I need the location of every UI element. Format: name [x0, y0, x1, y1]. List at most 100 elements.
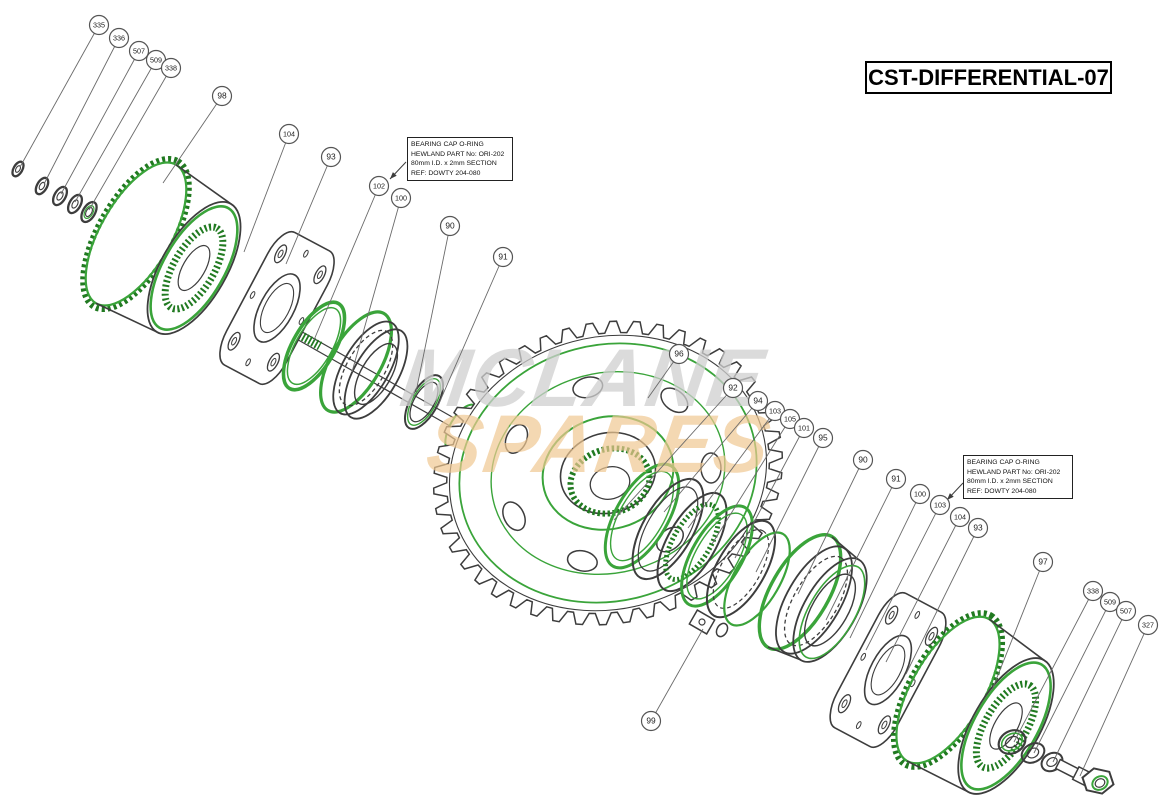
balloon-circle — [278, 123, 300, 145]
leader-line — [415, 225, 451, 393]
note-line: BEARING CAP O-RING — [967, 459, 1040, 466]
balloon-90: 90 — [415, 215, 461, 393]
balloon-label: 104 — [283, 130, 295, 139]
leader-line — [991, 561, 1044, 691]
leader-line — [60, 50, 140, 195]
bearing-cap-right — [822, 587, 954, 753]
balloon-label: 102 — [373, 182, 385, 191]
balloon-label: 509 — [1104, 598, 1116, 607]
balloon-label: 509 — [150, 56, 162, 65]
balloon-circle — [929, 494, 951, 516]
balloon-91: 91 — [436, 246, 514, 409]
note-line: 80mm I.D. x 2mm SECTION — [411, 160, 497, 168]
balloon-label: 327 — [1142, 621, 1154, 630]
balloon-label: 91 — [498, 252, 508, 262]
note-line: REF: DOWTY 204-080 — [411, 169, 481, 177]
balloon-circle — [722, 377, 744, 399]
balloon-label: 105 — [784, 415, 796, 424]
note-line: HEWLAND PART No: ORI-202 — [411, 150, 505, 158]
note-box-left: BEARING CAP O-RING HEWLAND PART No: ORI-… — [407, 137, 513, 181]
balloon-circle — [967, 517, 989, 539]
balloon-338: 338 — [88, 57, 182, 211]
balloon-label: 335 — [93, 21, 105, 30]
balloon-92: 92 — [613, 377, 744, 521]
note-line: REF: DOWTY 204-080 — [967, 487, 1037, 495]
left-drum-housing — [80, 155, 242, 336]
balloon-label: 103 — [934, 501, 946, 510]
drawing-title-box: CST-DIFFERENTIAL-07 — [865, 61, 1112, 94]
balloon-91: 91 — [825, 468, 907, 621]
watermark-line2: SPARES — [421, 398, 777, 490]
balloon-label: 92 — [728, 383, 738, 393]
balloon-101: 101 — [734, 417, 815, 559]
lug-block — [688, 609, 729, 638]
leader-line — [905, 527, 979, 675]
balloon-circle — [885, 468, 907, 490]
balloon-circle — [108, 27, 130, 49]
balloon-label: 96 — [674, 349, 684, 359]
balloon-circle — [1099, 591, 1121, 613]
leader-line — [687, 410, 776, 529]
leader-line — [1033, 601, 1111, 754]
leader-line — [755, 437, 824, 573]
leader-line — [711, 418, 791, 545]
parts-layer — [11, 155, 1115, 795]
front-washers-left — [11, 160, 98, 224]
balloon-90: 90 — [797, 449, 874, 595]
bearing-right — [757, 533, 868, 663]
balloon-circle — [640, 710, 662, 732]
leader-line — [650, 628, 704, 722]
balloon-circle — [1032, 551, 1054, 573]
drawing-title: CST-DIFFERENTIAL-07 — [868, 64, 1109, 90]
note-line: BEARING CAP O-RING — [411, 141, 484, 148]
balloon-label: 93 — [973, 523, 983, 533]
balloon-label: 338 — [165, 64, 177, 73]
balloon-circle — [812, 427, 834, 449]
balloon-94: 94 — [663, 390, 769, 513]
balloon-338: 338 — [1013, 580, 1104, 743]
balloon-label: 507 — [133, 47, 145, 56]
note-box-right: BEARING CAP O-RING HEWLAND PART No: ORI-… — [963, 455, 1073, 499]
leader-line — [88, 67, 172, 211]
leader-line — [162, 95, 223, 184]
balloon-100: 100 — [849, 483, 931, 639]
balloon-circle — [793, 417, 815, 439]
balloon-label: 98 — [217, 91, 227, 101]
leader-line — [825, 478, 897, 621]
leader-line — [1079, 624, 1149, 777]
balloon-label: 95 — [818, 433, 828, 443]
leader-line — [663, 400, 759, 513]
balloon-327: 327 — [1079, 614, 1159, 777]
hex-nut — [1081, 767, 1115, 795]
leader-line — [734, 427, 805, 559]
balloon-circle — [668, 343, 690, 365]
balloon-circle — [128, 40, 150, 62]
balloon-circle — [88, 14, 110, 36]
note-arrow-left-bearing-cap-note — [389, 161, 407, 180]
balloon-509: 509 — [74, 49, 167, 203]
note-arrow-right-bearing-cap-note — [946, 482, 964, 501]
balloon-label: 101 — [798, 424, 810, 433]
leader-line — [885, 516, 961, 663]
bearing-left — [319, 310, 409, 420]
balloon-104: 104 — [243, 123, 300, 253]
balloon-circle — [747, 390, 769, 412]
balloon-96: 96 — [647, 343, 690, 399]
balloon-circle — [368, 175, 390, 197]
balloon-103: 103 — [687, 400, 786, 529]
balloon-507: 507 — [1052, 600, 1137, 763]
balloon-label: 97 — [1038, 557, 1048, 567]
balloon-105: 105 — [711, 408, 801, 545]
balloon-336: 336 — [43, 27, 130, 185]
balloon-circle — [439, 215, 461, 237]
balloon-circle — [949, 506, 971, 528]
leader-line — [313, 185, 380, 341]
leader-line — [43, 37, 120, 185]
balloon-label: 103 — [769, 407, 781, 416]
balloon-label: 104 — [954, 513, 966, 522]
note-line: 80mm I.D. x 2mm SECTION — [967, 478, 1053, 486]
balloon-label: 94 — [753, 396, 763, 406]
balloon-507: 507 — [60, 40, 150, 195]
